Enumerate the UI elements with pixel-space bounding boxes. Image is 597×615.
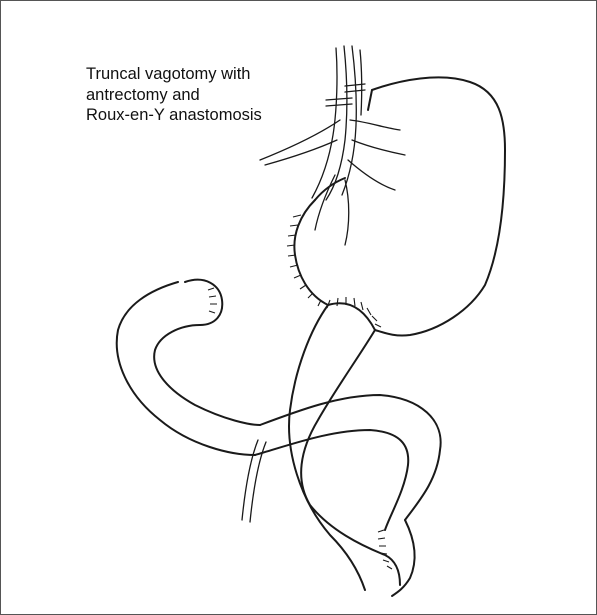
stomach-remnant: [294, 77, 505, 335]
jejunojejunal-anastomosis: [378, 530, 392, 569]
afferent-limb: [117, 280, 260, 455]
jejunal-loop: [255, 395, 441, 530]
mesenteric-tag: [242, 440, 266, 522]
vagus-nerves: [260, 46, 405, 245]
distal-jejunum: [392, 520, 415, 596]
gastrojejunal-anastomosis: [327, 297, 381, 327]
roux-limb: [289, 305, 400, 590]
